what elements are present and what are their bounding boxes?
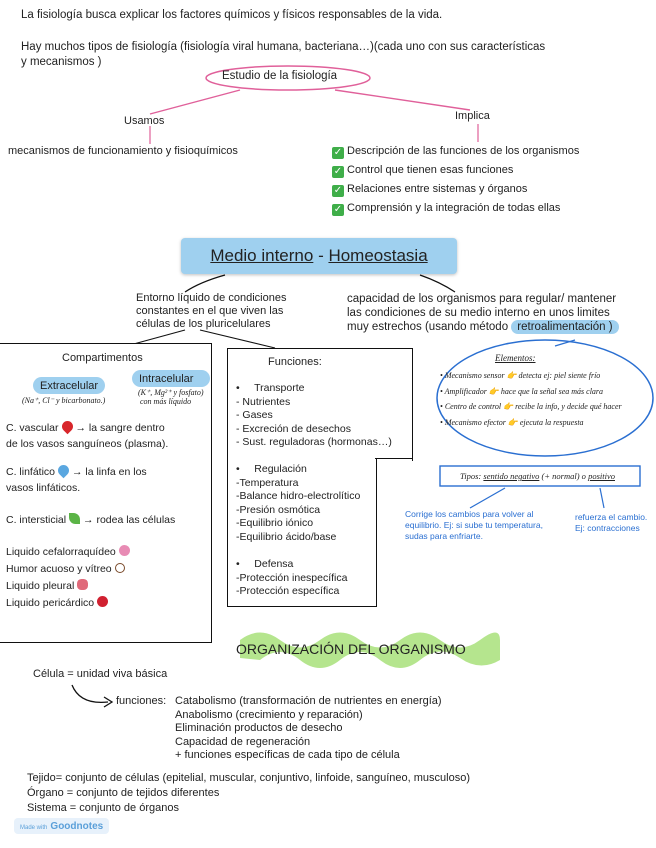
funciones-box-bottom [227, 458, 377, 607]
intro-line-1: La fisiología busca explicar los factore… [21, 9, 443, 21]
elemento-item: • Centro de control 👉 recibe la info, y … [440, 402, 622, 411]
compart-vascular: C. vascular → la sangre dentro de los va… [6, 418, 168, 452]
medio-left-def: Entorno líquido de condiciones constante… [136, 292, 287, 330]
brain-icon [118, 545, 130, 556]
intro-line-2b: y mecanismos ) [21, 56, 102, 68]
eye-icon [114, 563, 125, 573]
implica-label: Implica [455, 110, 490, 122]
funciones-step [375, 458, 413, 461]
implica-item-3: ✓Relaciones entre sistemas y órganos [332, 183, 528, 197]
medio-left-arrow [184, 274, 226, 293]
liquids-list: Liquido cefalorraquídeo Humor acuoso y v… [6, 544, 130, 612]
elementos-ellipse [436, 339, 654, 457]
intracelular-sub-1: (K⁺, Mg²⁺ y fosfato) [138, 388, 204, 397]
study-center: Estudio de la fisiología [222, 70, 338, 82]
pos-note: refuerza el cambio. Ej: contracciones [575, 512, 648, 533]
goodnotes-watermark: Made with Goodnotes [14, 818, 110, 834]
funciones-title: Funciones: [268, 356, 322, 368]
tejido-line: Tejido= conjunto de células (epitelial, … [27, 772, 471, 784]
celula-line: Célula = unidad viva básica [33, 668, 168, 680]
organizacion-title: ORGANIZACIÓN DEL ORGANISMO [236, 641, 466, 657]
usamos-text: mecanismos de funcionamiento y fisioquím… [8, 145, 238, 157]
funciones-defensa: • Defensa -Protección inespecífica -Prot… [236, 558, 348, 597]
check-icon: ✓ [332, 147, 344, 159]
water-drop-icon [55, 462, 72, 479]
elementos-title: Elementos: [495, 353, 536, 363]
medio-right-def: capacidad de los organismos para regular… [347, 292, 619, 334]
funciones-label: funciones: [116, 695, 167, 707]
funciones-regulacion: • Regulación -Temperatura -Balance hidro… [236, 463, 361, 543]
sistema-line: Sistema = conjunto de órganos [27, 802, 179, 814]
lungs-icon [77, 579, 89, 590]
implica-item-4: ✓Comprensión y la integración de todas e… [332, 202, 561, 216]
celula-funciones: Catabolismo (transformación de nutriente… [175, 695, 442, 761]
heart-icon [97, 596, 109, 607]
celula-arrowhead [103, 696, 114, 708]
funciones-transporte: • Transporte - Nutrientes - Gases - Excr… [236, 382, 392, 448]
usamos-label: Usamos [124, 115, 165, 127]
branch-right [334, 89, 471, 111]
intracelular-sub-2: con más líquido [140, 397, 192, 406]
neg-note: Corrige los cambios para volver al equil… [405, 509, 543, 541]
implica-item-1: ✓Descripción de las funciones de los org… [332, 145, 580, 159]
intro-line-2a: Hay muchos tipos de fisiología (fisiolog… [21, 41, 546, 53]
elemento-item: • Amplificador 👉 hace que la señal sea m… [440, 386, 604, 396]
medio-right-arrow [419, 274, 456, 293]
tipos-pos-arrow [599, 487, 605, 509]
link-func [199, 329, 276, 349]
elementos-list: • Mecanismo sensor 👉 detecta ej: piel si… [440, 368, 622, 430]
intracelular-label: Intracelular [139, 373, 194, 385]
compart-linfatico: C. linfático → la linfa en los vasos lin… [6, 462, 147, 496]
tipos-neg-arrow [469, 487, 506, 509]
liquid-item: Liquido pleural [6, 578, 130, 595]
compartimentos-box [0, 343, 212, 643]
retro-to-ellipse [554, 339, 576, 347]
extracelular-label: Extracelular [40, 380, 99, 392]
liquid-item: Humor acuoso y vítreo [6, 561, 130, 578]
intracelular-pill [132, 370, 210, 387]
medio-title: Medio interno - Homeostasia [181, 238, 457, 274]
tipos-text: Tipos: sentido negativo (+ normal) o pos… [460, 471, 615, 481]
organo-line: Órgano = conjunto de tejidos diferentes [27, 787, 220, 799]
leaf-icon [69, 513, 81, 524]
elemento-item: • Mecanismo efector 👉 ejecuta la respues… [440, 417, 584, 427]
liquid-item: Liquido pericárdico [6, 595, 130, 612]
implica-item-2: ✓Control que tienen esas funciones [332, 164, 514, 178]
check-icon: ✓ [332, 166, 344, 178]
study-ellipse [205, 65, 371, 91]
blood-drop-icon [59, 418, 75, 435]
tipos-box [439, 465, 641, 487]
check-icon: ✓ [332, 185, 344, 197]
branch-left [149, 89, 241, 115]
medio-title-a: Medio interno [210, 246, 314, 265]
check-icon: ✓ [332, 204, 344, 216]
compart-intersticial: C. intersticial → rodea las células [6, 513, 176, 526]
celula-arrow [71, 684, 109, 704]
extracelular-pill [33, 377, 105, 394]
liquid-item: Liquido cefalorraquídeo [6, 544, 130, 561]
medio-title-b: Homeostasia [328, 246, 428, 265]
funciones-box-top [227, 348, 413, 461]
link-compart [129, 329, 186, 346]
extracelular-sub: (Na⁺, Cl⁻ y bicarbonato.) [22, 396, 106, 405]
elemento-item: • Mecanismo sensor 👉 detecta ej: piel si… [440, 371, 601, 380]
highlight-scribble [240, 632, 500, 668]
compart-title: Compartimentos [62, 352, 143, 364]
retro-pill: retroalimentación ) [511, 320, 619, 334]
